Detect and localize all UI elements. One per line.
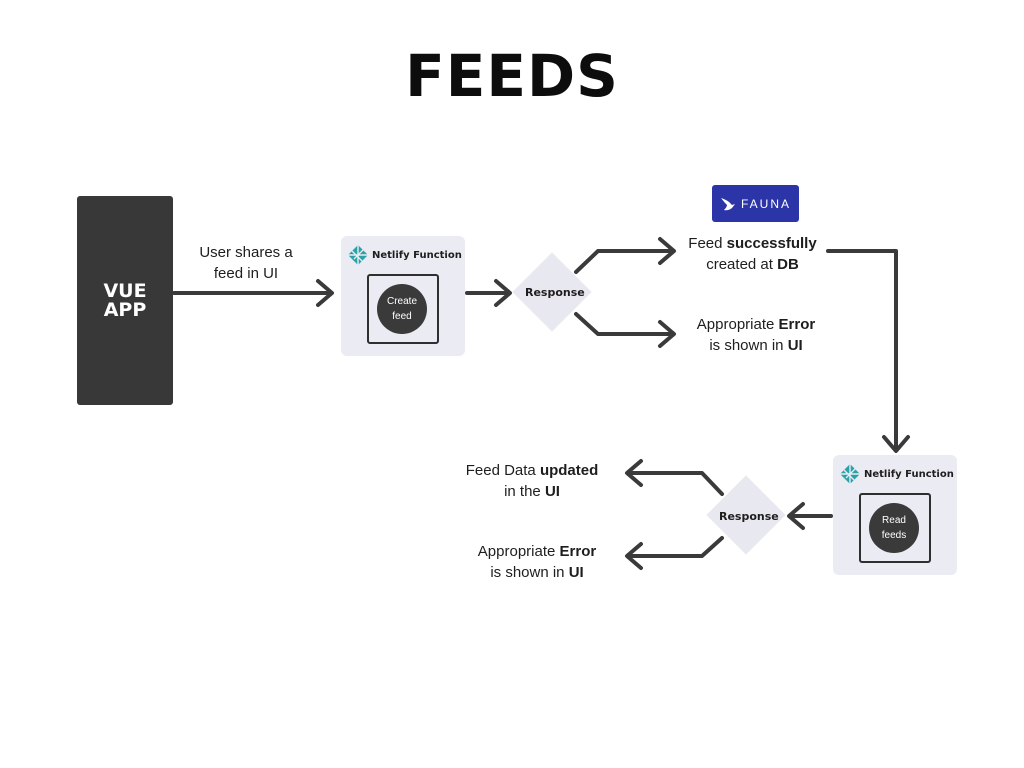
page-title: FEEDS	[405, 42, 619, 110]
arrow-head	[494, 279, 512, 307]
netlify-icon	[348, 245, 368, 265]
arrow-response-to-error-bottom	[627, 536, 724, 558]
arrow-response-to-updated	[627, 471, 724, 496]
create-feed-box: Create feed	[367, 274, 439, 344]
create-feed-function-card: Netlify Function Create feed	[341, 236, 465, 356]
response-label-bottom: Response	[719, 510, 779, 523]
arrow-head	[658, 320, 676, 348]
read-feeds-function-card: Netlify Function Read feeds	[833, 455, 957, 575]
read-feeds-box: Read feeds	[859, 493, 931, 563]
vue-app-label: VUE APP	[103, 279, 147, 321]
vue-app-block: VUE APP	[77, 196, 173, 405]
arrow-head	[625, 459, 643, 487]
arrow-db-to-read	[826, 249, 898, 449]
outcome-error-bottom: Appropriate Error is shown in UI	[477, 543, 597, 581]
arrow-head	[625, 542, 643, 570]
fauna-bird-icon	[720, 197, 735, 210]
read-feeds-circle: Read feeds	[869, 503, 919, 553]
netlify-function-header: Netlify Function	[347, 244, 462, 266]
outcome-error-top: Appropriate Error is shown in UI	[696, 316, 816, 354]
create-feed-circle: Create feed	[377, 284, 427, 334]
arrow-head	[882, 435, 910, 453]
outcome-updated: Feed Data updated in the UI	[465, 462, 599, 500]
netlify-icon	[840, 464, 860, 484]
share-edge-label: User shares a feed in UI	[199, 244, 293, 282]
fauna-logo: FAUNA	[712, 185, 799, 222]
arrow-response-to-error	[574, 312, 674, 336]
arrow-head	[316, 279, 334, 307]
response-label-top: Response	[525, 286, 585, 299]
netlify-function-header: Netlify Function	[839, 463, 954, 485]
arrow-head	[787, 502, 805, 530]
outcome-success: Feed successfully created at DB	[688, 235, 817, 273]
arrow-response-to-success	[574, 249, 674, 274]
arrow-head	[658, 237, 676, 265]
